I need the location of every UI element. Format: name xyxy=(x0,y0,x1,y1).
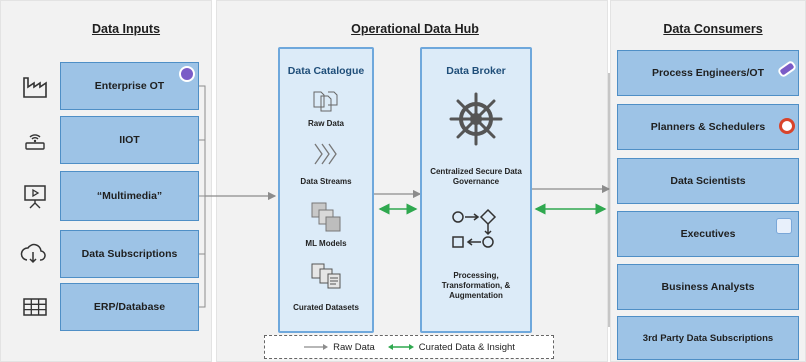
legend: Raw Data Curated Data & Insight xyxy=(264,335,554,359)
consumer-label: Process Engineers/OT xyxy=(651,67,765,79)
consumer-executives[interactable]: Executives xyxy=(617,211,799,257)
input-label: Enterprise OT xyxy=(94,80,165,92)
legend-curated-label: Curated Data & Insight xyxy=(418,341,515,353)
consumer-label: Executives xyxy=(680,228,736,240)
ship-wheel-icon xyxy=(448,91,504,152)
raw-data-arrow-icon xyxy=(304,344,329,350)
broker-governance-label: Centralized Secure Data Governance xyxy=(430,167,522,186)
consumer-label: Business Analysts xyxy=(661,281,755,293)
enterprise-ot-badge-icon xyxy=(179,66,195,82)
data-broker-box[interactable]: Data Broker Centralized Secure Data Gove… xyxy=(420,47,532,333)
data-streams-icon xyxy=(311,141,341,172)
presentation-icon xyxy=(20,181,50,211)
catalogue-item-ml-models: ML Models xyxy=(305,239,347,248)
legend-raw-data: Raw Data xyxy=(303,342,375,353)
data-catalogue-box[interactable]: Data Catalogue Raw Data Data Streams ML … xyxy=(278,47,374,333)
process-flow-icon xyxy=(448,206,504,257)
data-broker-title: Data Broker xyxy=(446,65,506,77)
raw-data-icon xyxy=(311,89,341,118)
operational-data-hub-title: Operational Data Hub xyxy=(351,22,479,36)
cloud-download-icon xyxy=(18,238,48,268)
consumer-planners-schedulers[interactable]: Planners & Schedulers xyxy=(617,104,799,150)
catalogue-item-curated-datasets: Curated Datasets xyxy=(293,303,359,312)
input-label: Data Subscriptions xyxy=(81,248,178,260)
data-catalogue-title: Data Catalogue xyxy=(287,65,365,77)
catalogue-item-raw-data: Raw Data xyxy=(307,119,344,128)
ml-models-icon xyxy=(309,200,343,239)
factory-icon xyxy=(20,71,50,101)
consumer-process-engineers[interactable]: Process Engineers/OT xyxy=(617,50,799,96)
input-label: IIOT xyxy=(119,134,140,146)
input-multimedia[interactable]: “Multimedia” xyxy=(60,171,199,221)
broker-processing-label: Processing, Transformation, & Augmentati… xyxy=(441,271,511,300)
input-erp-database[interactable]: ERP/Database xyxy=(60,283,199,331)
data-consumers-title: Data Consumers xyxy=(663,22,763,36)
wifi-router-icon xyxy=(20,125,50,155)
data-inputs-title: Data Inputs xyxy=(91,22,161,36)
input-label: “Multimedia” xyxy=(96,190,163,202)
legend-raw-label: Raw Data xyxy=(333,341,375,353)
legend-curated: Curated Data & Insight xyxy=(387,342,515,353)
consumer-label: Planners & Schedulers xyxy=(650,121,766,133)
planners-badge-icon xyxy=(779,118,795,134)
consumer-label: Data Scientists xyxy=(670,175,746,187)
input-enterprise-ot[interactable]: Enterprise OT xyxy=(60,62,199,110)
input-data-subscriptions[interactable]: Data Subscriptions xyxy=(60,230,199,278)
consumer-business-analysts[interactable]: Business Analysts xyxy=(617,264,799,310)
curated-arrow-icon xyxy=(387,344,414,350)
catalogue-item-data-streams: Data Streams xyxy=(300,177,352,186)
executives-badge-icon xyxy=(776,218,792,234)
input-label: ERP/Database xyxy=(93,301,166,313)
consumer-data-scientists[interactable]: Data Scientists xyxy=(617,158,799,204)
input-iiot[interactable]: IIOT xyxy=(60,116,199,164)
consumer-label: 3rd Party Data Subscriptions xyxy=(642,332,774,344)
consumer-third-party-subscriptions[interactable]: 3rd Party Data Subscriptions xyxy=(617,316,799,360)
curated-datasets-icon xyxy=(309,261,343,296)
table-grid-icon xyxy=(20,292,50,322)
